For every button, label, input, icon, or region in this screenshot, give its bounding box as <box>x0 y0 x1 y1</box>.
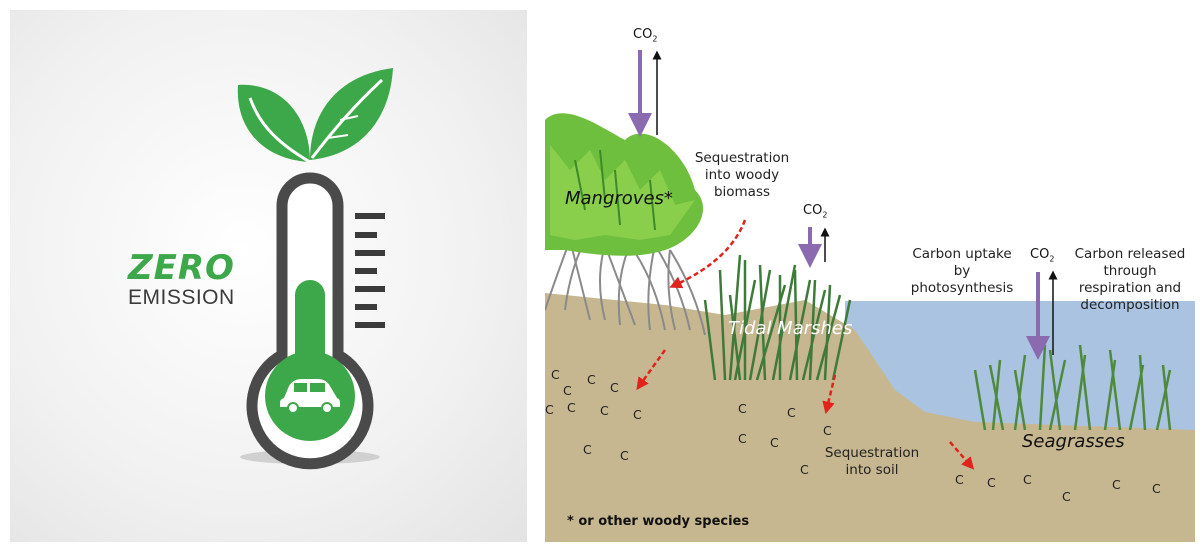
carbon-symbol: C <box>823 423 832 438</box>
carbon-symbol: C <box>620 448 629 463</box>
carbon-symbol: C <box>770 435 779 450</box>
carbon-symbol: C <box>600 403 609 418</box>
carbon-symbol: C <box>800 462 809 477</box>
label-seagrasses: Seagrasses <box>1022 431 1125 452</box>
thermometer-scale <box>355 213 385 328</box>
label-mangroves: Mangroves* <box>565 188 673 209</box>
thermometer-icon <box>246 172 374 470</box>
zero-emission-panel: ZERO EMISSION <box>10 10 527 542</box>
blue-carbon-diagram: CO2 CO2 CO2 Sequestration into woody bio… <box>545 10 1195 542</box>
co2-label-mangrove: CO2 <box>633 27 658 44</box>
label-sequestration-woody: Sequestration into woody biomass <box>694 150 790 200</box>
seagrass <box>973 344 1172 431</box>
co2-flux-arrows-marsh <box>798 227 830 268</box>
label-sequestration-soil: Sequestration into soil <box>824 445 920 478</box>
carbon-symbol: C <box>1062 489 1071 504</box>
carbon-symbol: C <box>610 380 619 395</box>
co2-flux-arrows-mangrove <box>628 50 662 137</box>
tidal-marsh-grass <box>703 254 852 381</box>
carbon-symbol: C <box>738 401 747 416</box>
carbon-symbol: C <box>545 402 554 417</box>
co2-label-seagrass: CO2 <box>1030 247 1055 264</box>
carbon-symbol: C <box>633 407 642 422</box>
carbon-symbol: C <box>1152 481 1161 496</box>
soil <box>545 293 1195 542</box>
emission-title: EMISSION <box>128 286 235 309</box>
carbon-symbol: C <box>787 405 796 420</box>
carbon-symbol: C <box>1023 472 1032 487</box>
label-carbon-uptake: Carbon uptake by photosynthesis <box>910 246 1014 296</box>
carbon-symbol: C <box>563 383 572 398</box>
footnote: * or other woody species <box>567 514 750 529</box>
carbon-symbol: C <box>738 431 747 446</box>
coastal-ecosystem-illustration <box>545 50 1195 542</box>
co2-flux-arrows-seagrass <box>1026 270 1058 360</box>
carbon-symbol: C <box>955 472 964 487</box>
thermometer-illustration <box>237 68 393 470</box>
mangrove-trees <box>545 113 706 336</box>
sequestration-arrows <box>636 219 975 470</box>
label-tidal-marshes: Tidal Marshes <box>728 318 853 339</box>
carbon-symbol: C <box>551 367 560 382</box>
carbon-symbol: C <box>567 400 576 415</box>
carbon-symbol: C <box>587 372 596 387</box>
co2-label-marsh: CO2 <box>803 203 828 220</box>
carbon-symbol: C <box>987 475 996 490</box>
leaf-icon <box>237 68 393 164</box>
zero-title: ZERO <box>128 248 235 288</box>
car-icon <box>280 379 340 414</box>
carbon-symbol: C <box>1112 477 1121 492</box>
carbon-symbol: C <box>583 442 592 457</box>
label-carbon-released: Carbon released through respiration and … <box>1074 246 1186 313</box>
